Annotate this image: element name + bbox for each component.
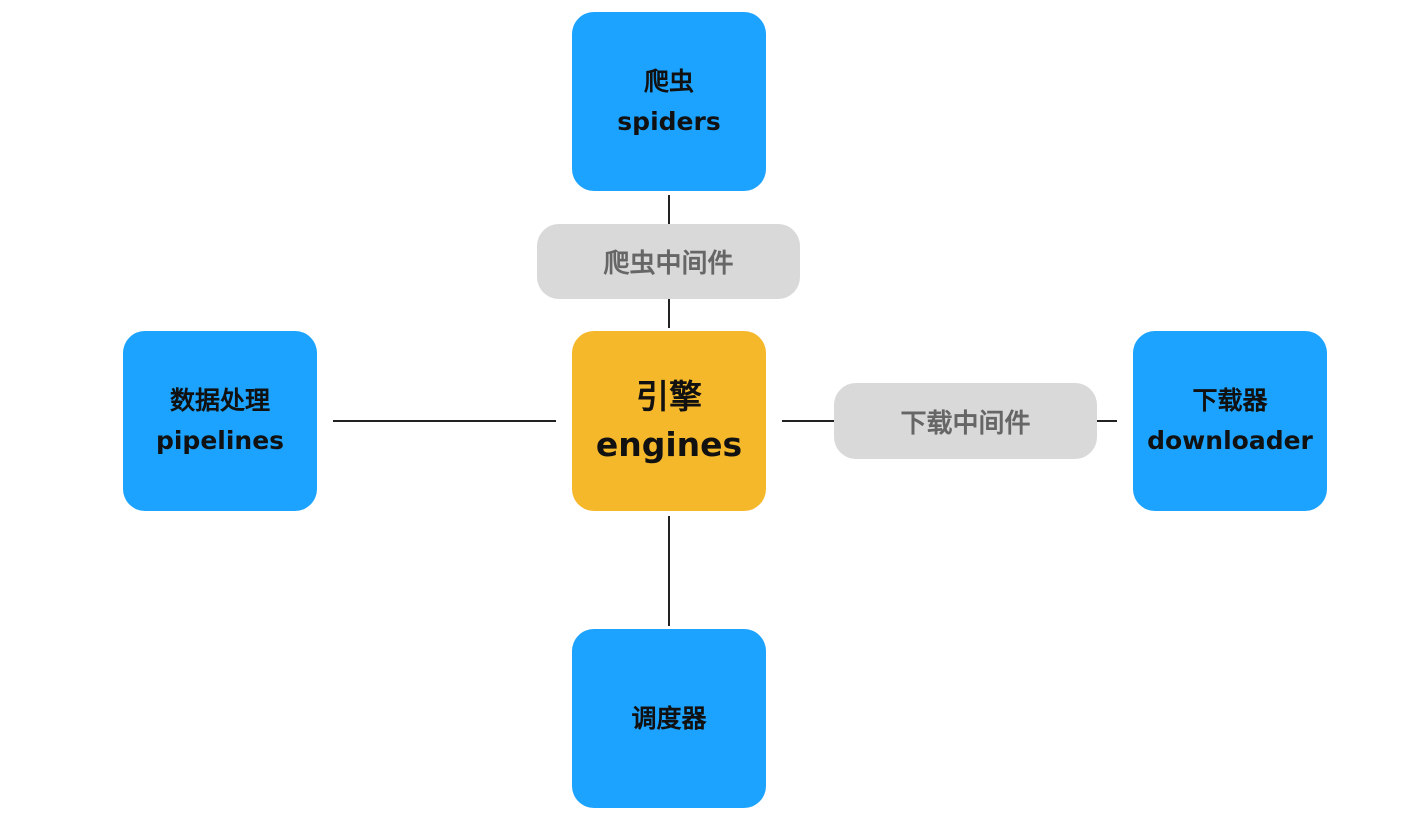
scheduler-node[interactable]: 调度器 xyxy=(572,629,766,808)
connector-middleware-to-downloader xyxy=(1096,420,1117,422)
pipelines-node-en-label: pipelines xyxy=(155,426,285,455)
engines-node[interactable]: 引擎 engines xyxy=(572,331,766,511)
pipelines-node[interactable]: 数据处理 pipelines xyxy=(123,331,317,511)
connector-spiders-to-middleware xyxy=(668,195,670,225)
downloader-node-en-label: downloader xyxy=(1147,426,1313,455)
spiders-node[interactable]: 爬虫 spiders xyxy=(572,12,766,191)
scheduler-node-zh-label: 调度器 xyxy=(631,703,707,733)
downloader-middleware-label: 下载中间件 xyxy=(900,408,1031,439)
downloader-middleware-node[interactable]: 下载中间件 xyxy=(834,383,1097,459)
spiders-node-zh-label: 爬虫 xyxy=(643,66,694,96)
connector-engines-to-scheduler xyxy=(668,516,670,626)
spider-middleware-label: 爬虫中间件 xyxy=(603,249,734,279)
connector-pipelines-to-engines xyxy=(333,420,556,422)
engines-node-en-label: engines xyxy=(595,425,743,464)
connector-middleware-to-engines xyxy=(668,298,670,328)
downloader-node-zh-label: 下载器 xyxy=(1192,386,1268,415)
pipelines-node-zh-label: 数据处理 xyxy=(169,386,270,415)
spiders-node-en-label: spiders xyxy=(617,106,721,136)
connector-engines-to-middleware xyxy=(782,420,836,422)
downloader-node[interactable]: 下载器 downloader xyxy=(1133,331,1327,511)
engines-node-zh-label: 引擎 xyxy=(636,377,702,416)
spider-middleware-node[interactable]: 爬虫中间件 xyxy=(537,224,800,299)
